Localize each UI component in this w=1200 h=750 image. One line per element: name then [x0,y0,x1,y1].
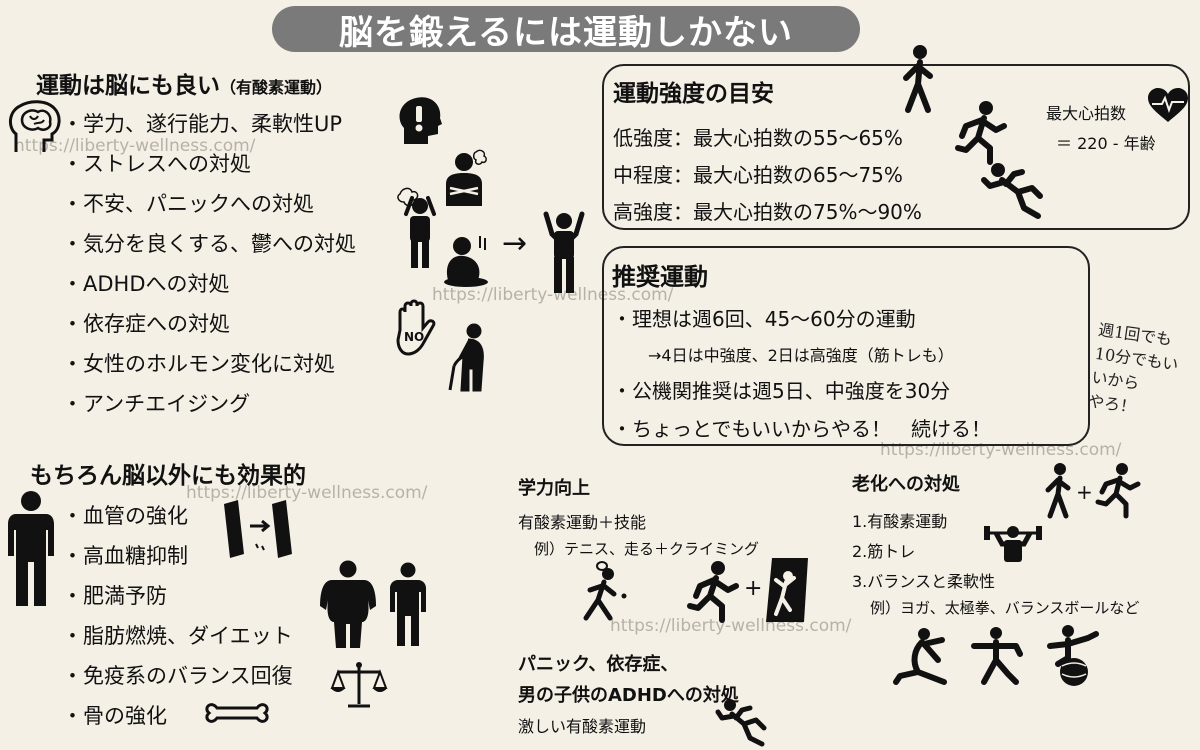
plus-sign: + [1076,480,1093,504]
headache-person-icon [397,187,436,268]
brain-icon [9,100,61,152]
stressed-person-icon [446,149,487,206]
recommended-heading: 推奨運動 [612,263,708,291]
slim-person-icon [390,562,426,646]
aging-heading: 老化への対処 [852,474,960,495]
intensity-mid: 中程度：最大心拍数の65〜75% [613,163,903,187]
list-item: 学力、遂行能力、柔軟性UP [62,104,356,144]
standing-person-icon [8,491,54,606]
yoga-icon [893,628,947,685]
depressed-person-icon [444,236,488,287]
happy-person-icon [543,211,585,293]
learning-line-1: 有酸素運動＋技能 [518,513,647,532]
taichi-icon [971,627,1023,685]
tennis-icon [583,561,627,621]
arrow: → [502,226,528,261]
elderly-person-icon [448,323,484,392]
aging-item-2: 2.筋トレ [852,542,916,561]
handwritten-note: 週1回でも 10分でもいいから やろ！ [1087,318,1199,427]
aging-item-3: 3.バランスと柔軟性 [852,572,995,591]
vessel-icon [224,500,292,558]
runner-icon [687,561,739,623]
stop-hand-badge: NO [404,330,425,344]
intensity-high: 高強度：最大心拍数の75%〜90% [613,200,922,224]
head-exclamation-icon [399,97,442,144]
obese-person-icon [320,560,376,648]
list-item: 不安、パニックへの対処 [62,184,356,224]
sprinting-icon [715,699,767,747]
brain-benefits-note: （有酸素運動） [220,78,333,97]
list-item: 高血糖抑制 [62,536,293,576]
intensity-low: 低強度：最大心拍数の55〜65% [613,126,903,150]
sprinting-icon [981,163,1043,219]
panic-heading-2: 男の子供のADHDへの対処 [518,685,739,706]
walking-icon [1045,463,1071,519]
body-benefits-list: 血管の強化 高血糖抑制 肥満予防 脂肪燃焼、ダイエット 免疫系のバランス回復 骨… [62,496,293,736]
list-item: 血管の強化 [62,496,293,536]
panic-line: 激しい有酸素運動 [518,717,647,736]
stop-hand-icon [396,299,436,356]
scale-icon [330,662,388,708]
max-hr-formula: ＝ 220 - 年齢 [1056,134,1156,153]
list-item: 骨の強化 [62,696,293,736]
balance-ball-icon [1047,625,1099,686]
bone-icon [205,703,269,723]
aging-example: 例）ヨガ、太極拳、バランスボールなど [870,599,1140,617]
intensity-box [602,64,1190,230]
brain-benefits-heading: 運動は脳にも良い（有酸素運動） [36,66,332,100]
recommended-item-4: ・ちょっとでもいいからやる！ 続ける！ [612,417,991,441]
list-item: ストレスへの対処 [62,144,356,184]
recommended-item-2: →4日は中強度、2日は高強度（筋トレも） [648,346,954,365]
climbing-icon [766,558,808,622]
list-item: 女性のホルモン変化に対処 [62,344,356,384]
list-item: アンチエイジング [62,384,356,424]
list-item: 免疫系のバランス回復 [62,656,293,696]
running-icon [1095,463,1141,519]
heart-rate-icon [1148,88,1188,122]
page-title: 脳を鍛えるには運動しかない [272,6,860,53]
brain-benefits-list: 学力、遂行能力、柔軟性UP ストレスへの対処 不安、パニックへの対処 気分を良く… [62,104,356,424]
plus-sign: + [744,576,763,601]
recommended-item-1: ・理想は週6回、45〜60分の運動 [612,307,916,331]
body-benefits-heading: もちろん脳以外にも効果的 [30,463,306,489]
list-item: 気分を良くする、鬱への対処 [62,224,356,264]
learning-heading: 学力向上 [518,478,590,499]
list-item: ADHDへの対処 [62,264,356,304]
aging-item-1: 1.有酸素運動 [852,512,948,531]
list-item: 肥満予防 [62,576,293,616]
panic-heading-1: パニック、依存症、 [518,654,679,675]
recommended-box [602,246,1090,446]
running-icon [955,101,1007,165]
intensity-rows: 低強度：最大心拍数の55〜65% 中程度：最大心拍数の65〜75% 高強度：最大… [613,120,922,231]
brain-benefits-title: 運動は脳にも良い [36,73,220,99]
learning-line-2: 例）テニス、走る＋クライミング [534,540,760,558]
list-item: 依存症への対処 [62,304,356,344]
intensity-heading: 運動強度の目安 [613,81,774,107]
watermark: https://liberty-wellness.com/ [432,285,674,305]
recommended-item-3: ・公機関推奨は週5日、中強度を30分 [612,379,951,403]
weightlifting-icon [984,526,1042,562]
list-item: 脂肪燃焼、ダイエット [62,616,293,656]
max-hr-label: 最大心拍数 [1046,104,1127,123]
walking-icon [903,45,933,113]
